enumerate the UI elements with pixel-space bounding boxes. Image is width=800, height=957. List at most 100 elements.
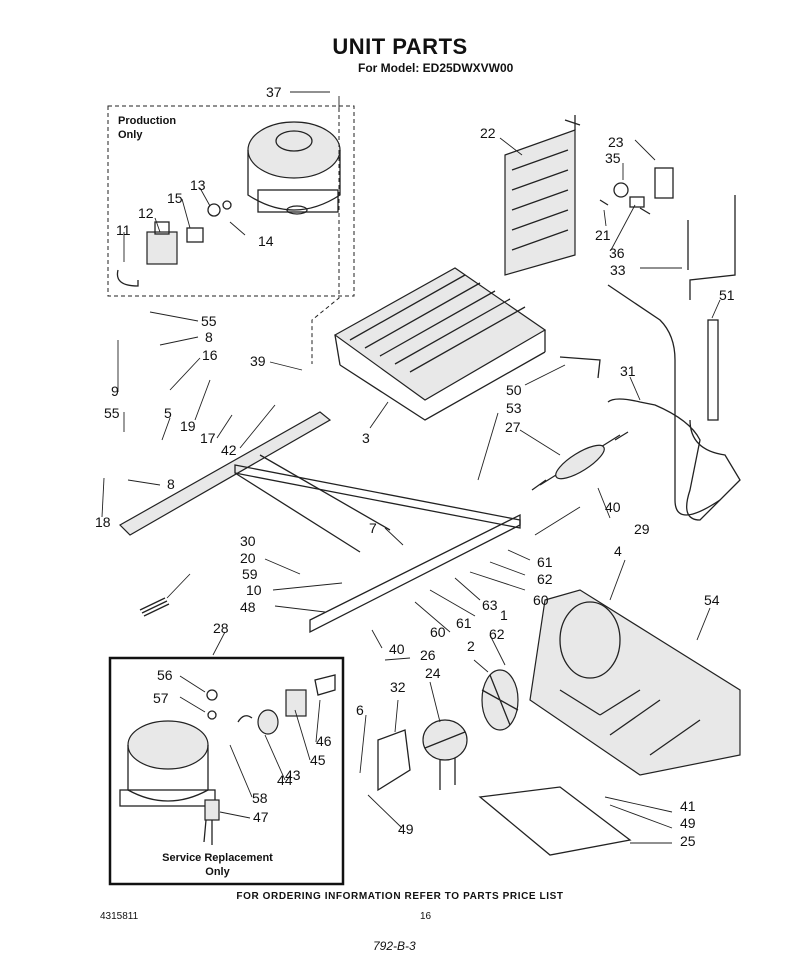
callout-19: 19 (180, 418, 196, 434)
callout-4: 4 (614, 543, 622, 559)
callout-9: 9 (111, 383, 119, 399)
callout-47: 47 (253, 809, 269, 825)
frame-rail-30 (119, 411, 521, 553)
callout-20: 20 (240, 550, 256, 566)
callout-42: 42 (221, 442, 237, 458)
callout-40: 40 (389, 641, 405, 657)
callout-8: 8 (205, 329, 213, 345)
production-label-line2: Only (118, 129, 143, 141)
callout-57: 57 (153, 690, 169, 706)
callout-39: 39 (250, 353, 266, 369)
evaporator-coil (333, 267, 547, 421)
motor-bracket-32 (377, 729, 411, 792)
callout-11: 11 (116, 222, 131, 238)
callout-37: 37 (266, 84, 282, 100)
callout-50: 50 (506, 382, 522, 398)
page-number: 16 (420, 911, 432, 922)
callout-36: 36 (609, 245, 625, 261)
callout-55: 55 (201, 313, 217, 329)
callout-12: 12 (138, 205, 154, 221)
callout-17: 17 (200, 430, 216, 446)
callout-61: 61 (456, 615, 472, 631)
model-subtitle: For Model: ED25DWXVW00 (358, 61, 514, 75)
callout-59: 59 (242, 566, 258, 582)
wire-50 (559, 356, 601, 379)
production-label-line1: Production (118, 115, 177, 127)
callout-62: 62 (489, 626, 505, 642)
spring-59 (139, 597, 170, 617)
condenser-coil (504, 115, 581, 276)
callout-32: 32 (390, 679, 406, 695)
base-rail-48 (309, 513, 521, 634)
service-label-line2: Only (205, 866, 230, 878)
callout-25: 25 (680, 833, 696, 849)
relay-start-production (116, 200, 232, 287)
callout-6: 6 (356, 702, 364, 718)
leader-lines (101, 91, 721, 844)
callout-33: 33 (610, 262, 626, 278)
callout-41: 41 (680, 798, 696, 814)
callout-43: 43 (285, 767, 301, 783)
callout-46: 46 (316, 733, 332, 749)
callout-30: 30 (240, 533, 256, 549)
fan-blade-2 (481, 669, 519, 731)
callout-60: 60 (533, 592, 549, 608)
callout-1: 1 (500, 607, 508, 623)
callout-29: 29 (634, 521, 650, 537)
callout-22: 22 (480, 125, 496, 141)
callout-44: 44 (277, 772, 293, 788)
document-number: 4315811 (100, 911, 139, 922)
callout-58: 58 (252, 790, 268, 806)
callout-48: 48 (240, 599, 256, 615)
callout-35: 35 (605, 150, 621, 166)
production-only-box (107, 105, 355, 297)
service-replacement-label: Service Replacement Only (155, 851, 280, 879)
drain-tube-51 (607, 284, 721, 516)
callout-45: 45 (310, 752, 326, 768)
callout-24: 24 (425, 665, 441, 681)
callout-63: 63 (482, 597, 498, 613)
page-title: UNIT PARTS (332, 34, 468, 59)
callout-62: 62 (537, 571, 553, 587)
callout-16: 16 (202, 347, 218, 363)
callout-56: 56 (157, 667, 173, 683)
dashed-connector-vertical (311, 108, 340, 364)
callout-13: 13 (190, 177, 206, 193)
callout-8: 8 (167, 476, 175, 492)
callout-3: 3 (362, 430, 370, 446)
callout-31: 31 (620, 363, 636, 379)
callout-2: 2 (467, 638, 475, 654)
callout-28: 28 (213, 620, 229, 636)
callout-49: 49 (398, 821, 414, 837)
callout-10: 10 (246, 582, 262, 598)
drain-pan-25 (478, 786, 632, 856)
callout-55: 55 (104, 405, 120, 421)
handwritten-code: 792-B-3 (373, 939, 416, 953)
service-small-parts (206, 674, 336, 735)
defrost-parts (599, 167, 736, 300)
service-replacement-box (108, 656, 345, 886)
ordering-note: FOR ORDERING INFORMATION REFER TO PARTS … (236, 891, 564, 902)
callout-26: 26 (420, 647, 436, 663)
callout-15: 15 (167, 190, 183, 206)
callout-14: 14 (258, 233, 274, 249)
callout-53: 53 (506, 400, 522, 416)
callout-61: 61 (537, 554, 553, 570)
callout-51: 51 (719, 287, 735, 303)
callout-18: 18 (95, 514, 111, 530)
callout-21: 21 (595, 227, 611, 243)
callout-27: 27 (505, 419, 521, 435)
callout-7: 7 (369, 520, 377, 536)
callout-5: 5 (164, 405, 172, 421)
callout-60: 60 (430, 624, 446, 640)
fan-motor-24 (422, 719, 468, 790)
compressor-production (247, 121, 341, 215)
tube-31 (607, 398, 741, 521)
strip-51 (707, 319, 719, 421)
callout-54: 54 (704, 592, 720, 608)
callout-23: 23 (608, 134, 624, 150)
callout-49: 49 (680, 815, 696, 831)
base-pan-41 (529, 589, 741, 776)
